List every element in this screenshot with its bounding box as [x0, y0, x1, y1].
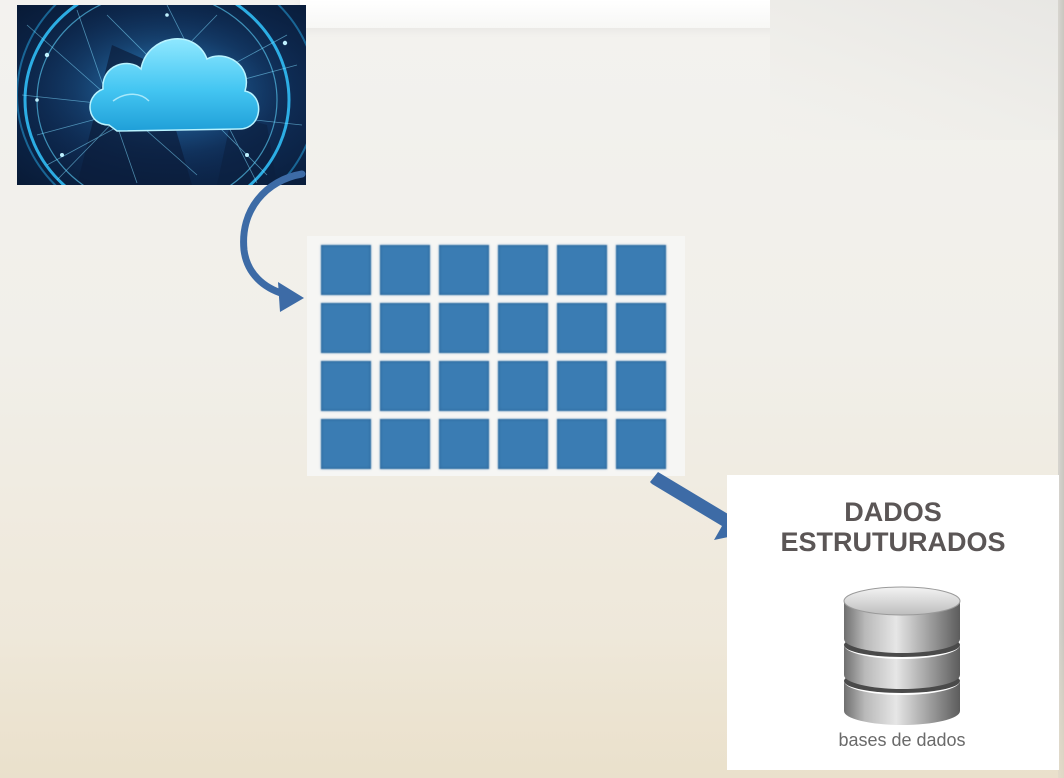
grid-cell — [616, 419, 666, 469]
grid-cell — [616, 303, 666, 353]
background-monitor-screen — [300, 0, 840, 28]
grid-cell — [439, 361, 489, 411]
structured-data-card: DADOS ESTRUTURADOS bases de dados — [727, 475, 1059, 770]
cloud-icon — [17, 5, 306, 185]
grid-cell — [439, 419, 489, 469]
grid-cell — [498, 419, 548, 469]
grid-cell — [616, 361, 666, 411]
grid-cell — [616, 245, 666, 295]
grid-cell — [321, 245, 371, 295]
grid-cell — [557, 361, 607, 411]
straight-arrow-icon — [650, 472, 752, 540]
grid-cell — [498, 361, 548, 411]
card-title-line1: DADOS — [844, 497, 942, 527]
grid-cell — [380, 361, 430, 411]
grid-cell — [557, 303, 607, 353]
cloud-computing-image — [17, 5, 306, 185]
grid-cell — [498, 303, 548, 353]
grid-cell — [321, 303, 371, 353]
grid-cell — [439, 245, 489, 295]
curved-arrow-icon — [240, 170, 306, 312]
structured-grid-panel — [307, 236, 685, 476]
background-edge — [1058, 0, 1064, 778]
database-icon — [843, 586, 961, 725]
grid-cell — [557, 419, 607, 469]
grid-cell — [439, 303, 489, 353]
grid-cell — [380, 419, 430, 469]
card-title: DADOS ESTRUTURADOS — [727, 497, 1059, 557]
grid-cell — [557, 245, 607, 295]
card-title-line2: ESTRUTURADOS — [780, 527, 1006, 557]
grid-cell — [498, 245, 548, 295]
grid-cell — [380, 303, 430, 353]
card-caption: bases de dados — [838, 730, 966, 750]
grid-cell — [321, 419, 371, 469]
grid-cell — [321, 361, 371, 411]
grid-cell — [380, 245, 430, 295]
background-monitor-bezel — [770, 0, 1060, 140]
data-grid — [321, 245, 666, 469]
